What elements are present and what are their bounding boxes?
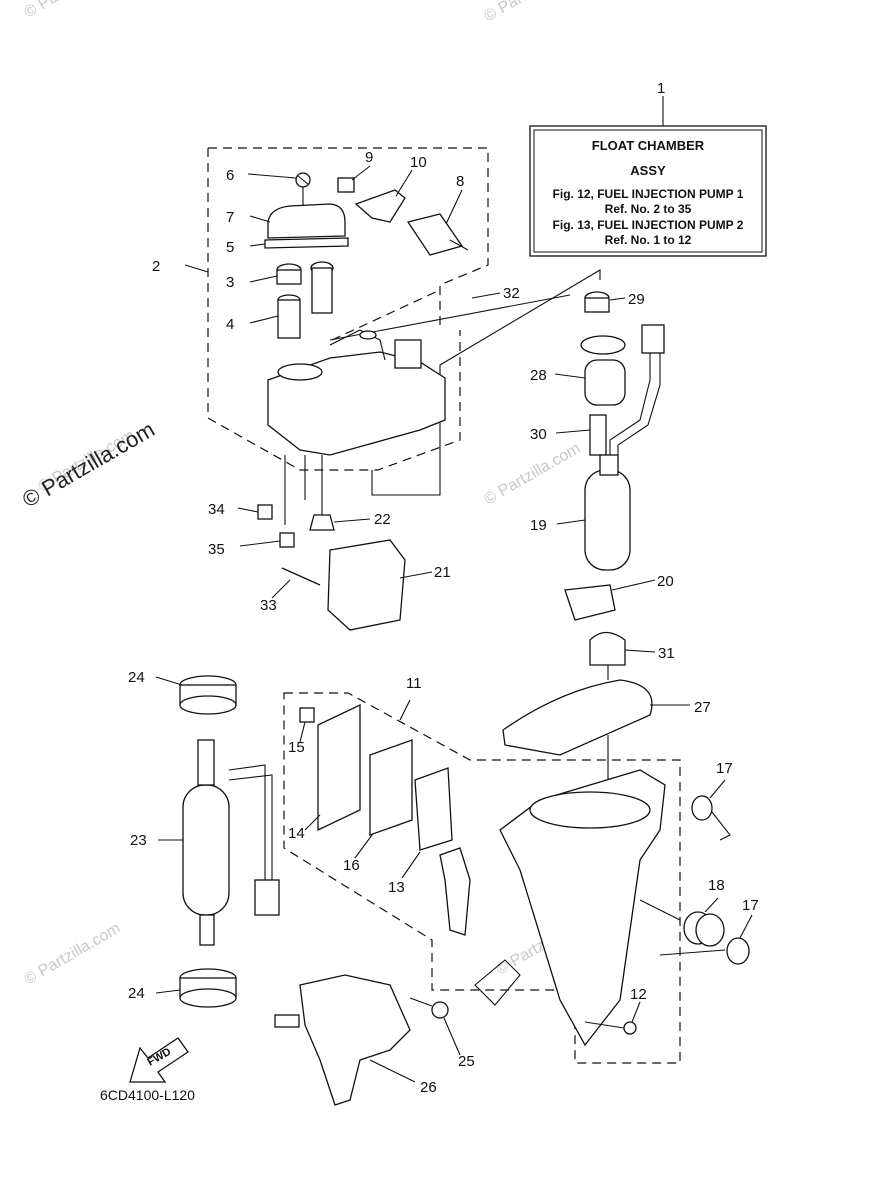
callout-18: 18 xyxy=(708,877,725,894)
callout-9: 9 xyxy=(365,149,373,166)
info-box-subtitle: ASSY xyxy=(630,163,666,178)
part-28-filter xyxy=(580,335,626,406)
part-19-pump xyxy=(584,454,631,571)
part-34-bolt xyxy=(257,504,273,520)
part-11-float-chamber xyxy=(499,769,666,1047)
callout-4: 4 xyxy=(226,316,234,333)
watermark-top-center: © Partzilla.com xyxy=(482,0,584,25)
info-box-title: FLOAT CHAMBER xyxy=(592,138,705,153)
callout-25: 25 xyxy=(458,1053,475,1070)
part-31-clip xyxy=(589,631,626,666)
callout-32: 32 xyxy=(503,285,520,302)
callout-12: 12 xyxy=(630,986,647,1003)
part-24-ring-bottom xyxy=(179,968,237,1008)
assembly-11-outline xyxy=(283,692,681,1064)
leader-lines xyxy=(155,165,753,1083)
part-7-cover xyxy=(267,203,346,239)
part-17-grommet-upper xyxy=(691,795,713,821)
watermark-mid-right: © Partzilla.com xyxy=(482,440,584,509)
callout-8: 8 xyxy=(456,173,464,190)
callout-34: 34 xyxy=(208,501,225,518)
part-10-bracket xyxy=(354,189,406,223)
callout-29: 29 xyxy=(628,291,645,308)
watermark-top-left: © Partzilla.com xyxy=(22,0,124,21)
callout-7: 7 xyxy=(226,209,234,226)
callout-17-lower: 17 xyxy=(742,897,759,914)
callout-30: 30 xyxy=(530,426,547,443)
info-box-ref-1: Fig. 12, FUEL INJECTION PUMP 1 xyxy=(553,187,744,201)
part-3-filters xyxy=(276,261,334,314)
callout-24-top: 24 xyxy=(128,669,145,686)
part-29-grommet xyxy=(584,291,610,313)
part-35-bolt xyxy=(279,532,295,548)
part-11-bracket xyxy=(439,847,471,936)
callout-35: 35 xyxy=(208,541,225,558)
callout-2: 2 xyxy=(152,258,160,275)
callout-5: 5 xyxy=(226,239,234,256)
callout-1: 1 xyxy=(657,80,665,97)
part-4-sleeve xyxy=(277,294,301,339)
callout-19: 19 xyxy=(530,517,547,534)
info-box-ref-3: Fig. 13, FUEL INJECTION PUMP 2 xyxy=(553,218,744,232)
part-27-gasket xyxy=(502,679,653,756)
callout-3: 3 xyxy=(226,274,234,291)
part-17-grommet-lower xyxy=(726,937,750,965)
callout-23: 23 xyxy=(130,832,147,849)
part-23-pump xyxy=(182,739,280,946)
callout-13: 13 xyxy=(388,879,405,896)
info-box-ref-2: Ref. No. 2 to 35 xyxy=(605,202,692,216)
part-20-damper xyxy=(564,584,616,621)
callout-24-bottom: 24 xyxy=(128,985,145,1002)
callout-33: 33 xyxy=(260,597,277,614)
part-26-bracket xyxy=(299,974,411,1106)
part-16-plate xyxy=(369,739,413,836)
part-25-bolt xyxy=(409,997,449,1019)
part-6-screw xyxy=(295,172,311,205)
callout-6: 6 xyxy=(226,167,234,184)
callout-15: 15 xyxy=(288,739,305,756)
part-8-valve xyxy=(406,213,469,256)
callout-26: 26 xyxy=(420,1079,437,1096)
part-14-plate xyxy=(317,703,361,832)
part-15-screw xyxy=(299,707,315,723)
watermark-bottom-left: © Partzilla.com xyxy=(22,920,124,989)
part-24-ring-top xyxy=(179,675,237,715)
fwd-arrow-icon: FWD xyxy=(129,1037,189,1083)
info-box-ref-4: Ref. No. 1 to 12 xyxy=(605,233,692,247)
part-5-gasket xyxy=(264,237,349,249)
callout-20: 20 xyxy=(657,573,674,590)
part-9-bolt xyxy=(337,177,355,193)
info-box: FLOAT CHAMBER ASSY Fig. 12, FUEL INJECTI… xyxy=(529,125,767,257)
part-13-gasket xyxy=(414,767,453,851)
callout-28: 28 xyxy=(530,367,547,384)
part-22-valve xyxy=(309,514,335,531)
assembly-2-outline xyxy=(207,147,489,471)
callout-21: 21 xyxy=(434,564,451,581)
part-21-cover xyxy=(327,539,406,631)
callout-14: 14 xyxy=(288,825,305,842)
callout-16: 16 xyxy=(343,857,360,874)
watermark-main: © Partzilla.com xyxy=(18,417,159,513)
part-18-damper xyxy=(683,911,725,947)
callout-31: 31 xyxy=(658,645,675,662)
callout-17-upper: 17 xyxy=(716,760,733,777)
part-30-strainer xyxy=(589,414,607,456)
callout-11: 11 xyxy=(406,675,422,692)
part-33-pin xyxy=(281,567,321,586)
callout-27: 27 xyxy=(694,699,711,716)
part-12-screw xyxy=(584,1021,637,1035)
callout-22: 22 xyxy=(374,511,391,528)
diagram-code: 6CD4100-L120 xyxy=(100,1087,195,1103)
callout-10: 10 xyxy=(410,154,427,171)
